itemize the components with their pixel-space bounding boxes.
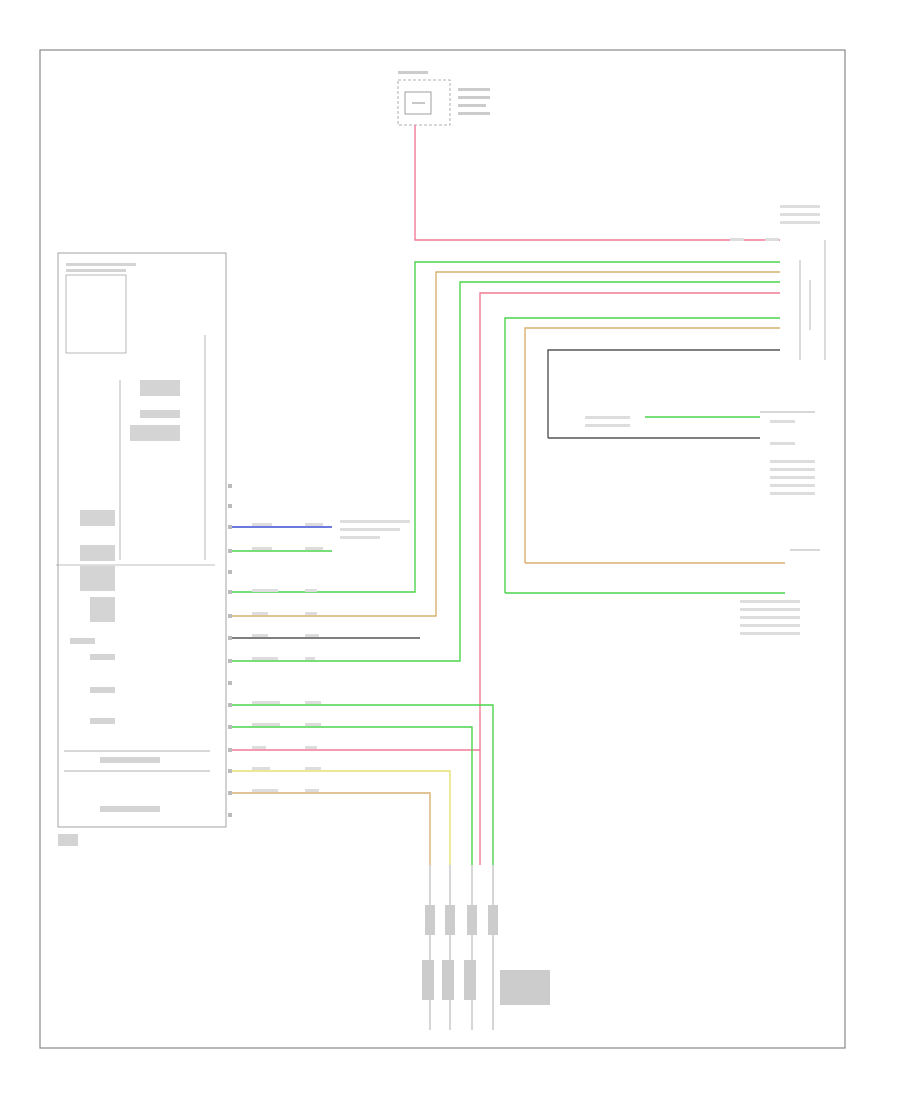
wire-red-main (414, 125, 780, 241)
page-border (39, 49, 846, 1049)
wire-label-blocks (252, 520, 410, 792)
bottom-label-blocks (422, 905, 550, 1005)
harness-bundle (230, 261, 785, 751)
right-label-blocks (585, 205, 820, 635)
bottom-stubs (429, 865, 494, 1030)
control-module (56, 252, 227, 828)
fuse-block (397, 79, 451, 126)
fuse-labels-placeholder (398, 71, 490, 115)
pin-markers (228, 484, 232, 817)
wires-left-mid (230, 526, 420, 639)
right-connector (760, 240, 826, 551)
module-label-blocks (58, 263, 180, 846)
wires-lower (230, 704, 494, 865)
